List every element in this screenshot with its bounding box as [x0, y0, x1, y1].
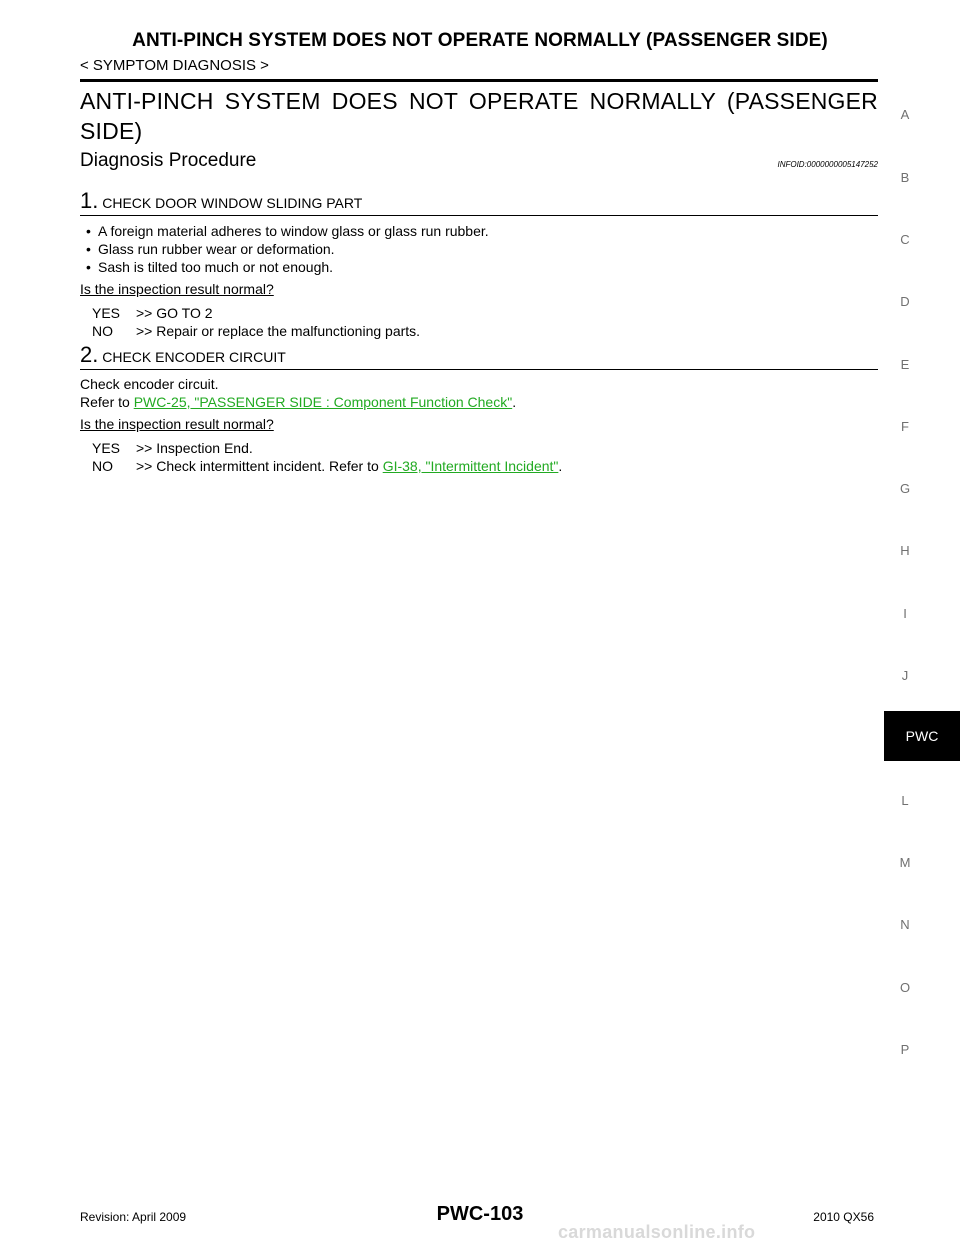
side-index-j[interactable]: J — [901, 668, 909, 683]
step-1-number: 1. — [80, 188, 99, 213]
side-index-e[interactable]: E — [900, 357, 910, 372]
no-text: >> Repair or replace the malfunctioning … — [136, 323, 421, 339]
step-2-no-row: NO >> Check intermittent incident. Refer … — [92, 458, 563, 474]
side-index-m[interactable]: M — [899, 855, 911, 870]
no-key: NO — [92, 323, 113, 339]
step-2-line-1: Check encoder circuit. — [80, 376, 219, 392]
step-2-number: 2. — [80, 342, 99, 367]
side-index-o[interactable]: O — [899, 980, 911, 995]
watermark: carmanualsonline.info — [558, 1222, 756, 1242]
step-2-yes-row: YES >> Inspection End. — [92, 439, 253, 457]
breadcrumb: < SYMPTOM DIAGNOSIS > — [80, 57, 269, 74]
side-index-b[interactable]: B — [900, 170, 910, 185]
side-index-c[interactable]: C — [900, 232, 910, 247]
step-2-refer-line: Refer to PWC-25, "PASSENGER SIDE : Compo… — [80, 394, 517, 410]
no-key: NO — [92, 458, 113, 474]
section-title: ANTI-PINCH SYSTEM DOES NOT OPERATE NORMA… — [80, 88, 878, 144]
step-1-divider — [80, 215, 878, 216]
side-index-n[interactable]: N — [900, 917, 910, 932]
side-index-a[interactable]: A — [900, 107, 910, 122]
footer-model: 2010 QX56 — [813, 1210, 874, 1224]
step-1-no-row: NO >> Repair or replace the malfunctionin… — [92, 322, 420, 340]
yes-text: >> GO TO 2 — [136, 305, 213, 321]
step-1-heading: 1. CHECK DOOR WINDOW SLIDING PART — [80, 188, 362, 214]
info-id: INFOID:0000000005147252 — [777, 160, 878, 169]
side-index-f[interactable]: F — [901, 419, 909, 434]
list-item: Sash is tilted too much or not enough. — [86, 258, 489, 276]
step-1-title: CHECK DOOR WINDOW SLIDING PART — [102, 195, 363, 211]
yes-key: YES — [92, 305, 121, 321]
step-1-question: Is the inspection result normal? — [80, 281, 274, 297]
side-index-g[interactable]: G — [899, 481, 911, 496]
step-2-title: CHECK ENCODER CIRCUIT — [102, 349, 286, 365]
side-index-l[interactable]: L — [901, 793, 909, 808]
header-divider — [80, 79, 878, 82]
step-2-question: Is the inspection result normal? — [80, 416, 274, 432]
step-1-yes-row: YES >> GO TO 2 — [92, 304, 213, 322]
step-2-heading: 2. CHECK ENCODER CIRCUIT — [80, 342, 286, 368]
footer-page-number: PWC-103 — [436, 1203, 524, 1225]
list-item: A foreign material adheres to window gla… — [86, 222, 489, 240]
step-2-divider — [80, 369, 878, 370]
yes-text: >> Inspection End. — [136, 440, 253, 456]
pwc-25-component-check-link[interactable]: PWC-25, "PASSENGER SIDE : Component Func… — [133, 394, 513, 410]
page-header-title: ANTI-PINCH SYSTEM DOES NOT OPERATE NORMA… — [132, 30, 828, 51]
footer-revision: Revision: April 2009 — [80, 1210, 187, 1224]
no-text: >> Check intermittent incident. Refer to — [136, 458, 383, 474]
side-index-h[interactable]: H — [900, 543, 910, 558]
side-index-pwc-active[interactable]: PWC — [884, 711, 960, 761]
yes-key: YES — [92, 440, 121, 456]
procedure-title: Diagnosis Procedure — [80, 150, 257, 171]
step-1-bullet-list: A foreign material adheres to window gla… — [86, 222, 489, 276]
side-index-p[interactable]: P — [900, 1042, 910, 1057]
side-index-i[interactable]: I — [903, 606, 907, 621]
gi-38-intermittent-incident-link[interactable]: GI-38, "Intermittent Incident" — [382, 458, 559, 474]
side-index-d[interactable]: D — [900, 294, 910, 309]
list-item: Glass run rubber wear or deformation. — [86, 240, 489, 258]
